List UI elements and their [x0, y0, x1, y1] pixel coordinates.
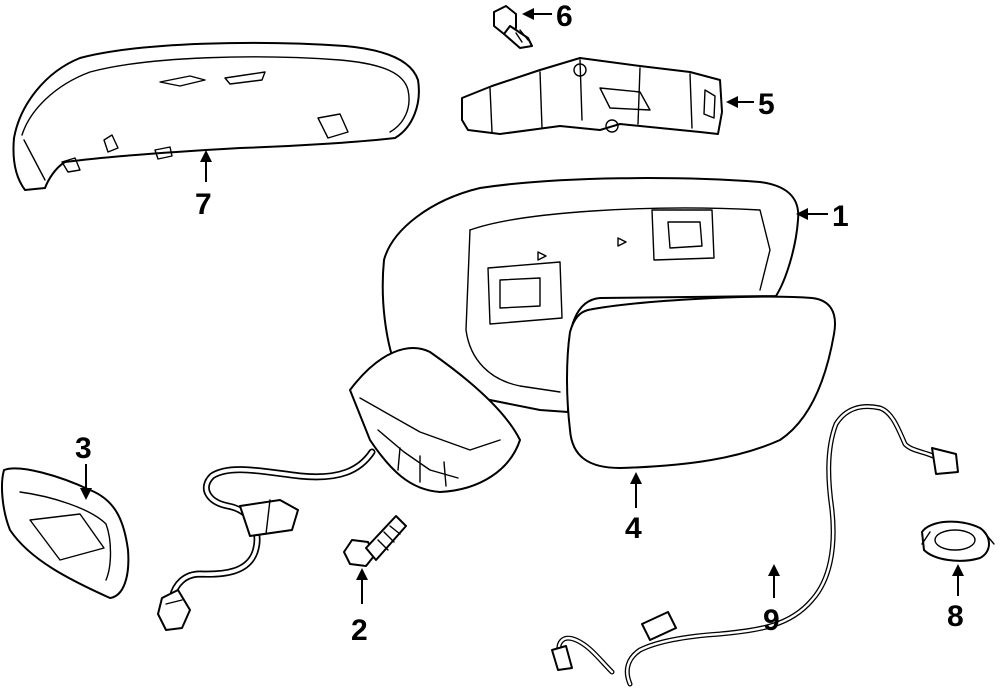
- puddle-lamp-part: [921, 520, 995, 562]
- callout-7: 7: [195, 150, 212, 221]
- main-harness-wire: [157, 448, 376, 631]
- callout-label-7: 7: [195, 188, 212, 221]
- callout-label-2: 2: [351, 614, 368, 647]
- callout-label-1: 1: [832, 200, 849, 233]
- sensor-wire-part: [551, 404, 959, 687]
- bolt-2-part: [343, 515, 407, 567]
- callout-label-6: 6: [556, 0, 573, 33]
- callout-1: 1: [796, 200, 849, 233]
- callout-8: 8: [947, 564, 964, 633]
- bolt-6-part: [493, 5, 533, 49]
- mirror-cover-part: [12, 41, 420, 191]
- callout-3: 3: [75, 432, 92, 500]
- mirror-housing-part: [381, 177, 800, 413]
- callout-label-4: 4: [625, 512, 642, 545]
- callout-label-5: 5: [758, 88, 775, 121]
- callout-5: 5: [726, 88, 775, 121]
- callout-2: 2: [351, 568, 368, 647]
- mirror-base: [349, 347, 521, 493]
- callout-label-3: 3: [75, 432, 92, 465]
- callout-label-8: 8: [947, 600, 964, 633]
- callout-4: 4: [625, 472, 642, 545]
- callout-6: 6: [522, 0, 573, 33]
- callout-9: 9: [763, 564, 780, 637]
- turn-signal-lamp-part: [1, 467, 130, 599]
- callout-label-9: 9: [763, 604, 780, 637]
- bracket-part: [461, 57, 723, 135]
- mirror-glass-part: [566, 295, 836, 469]
